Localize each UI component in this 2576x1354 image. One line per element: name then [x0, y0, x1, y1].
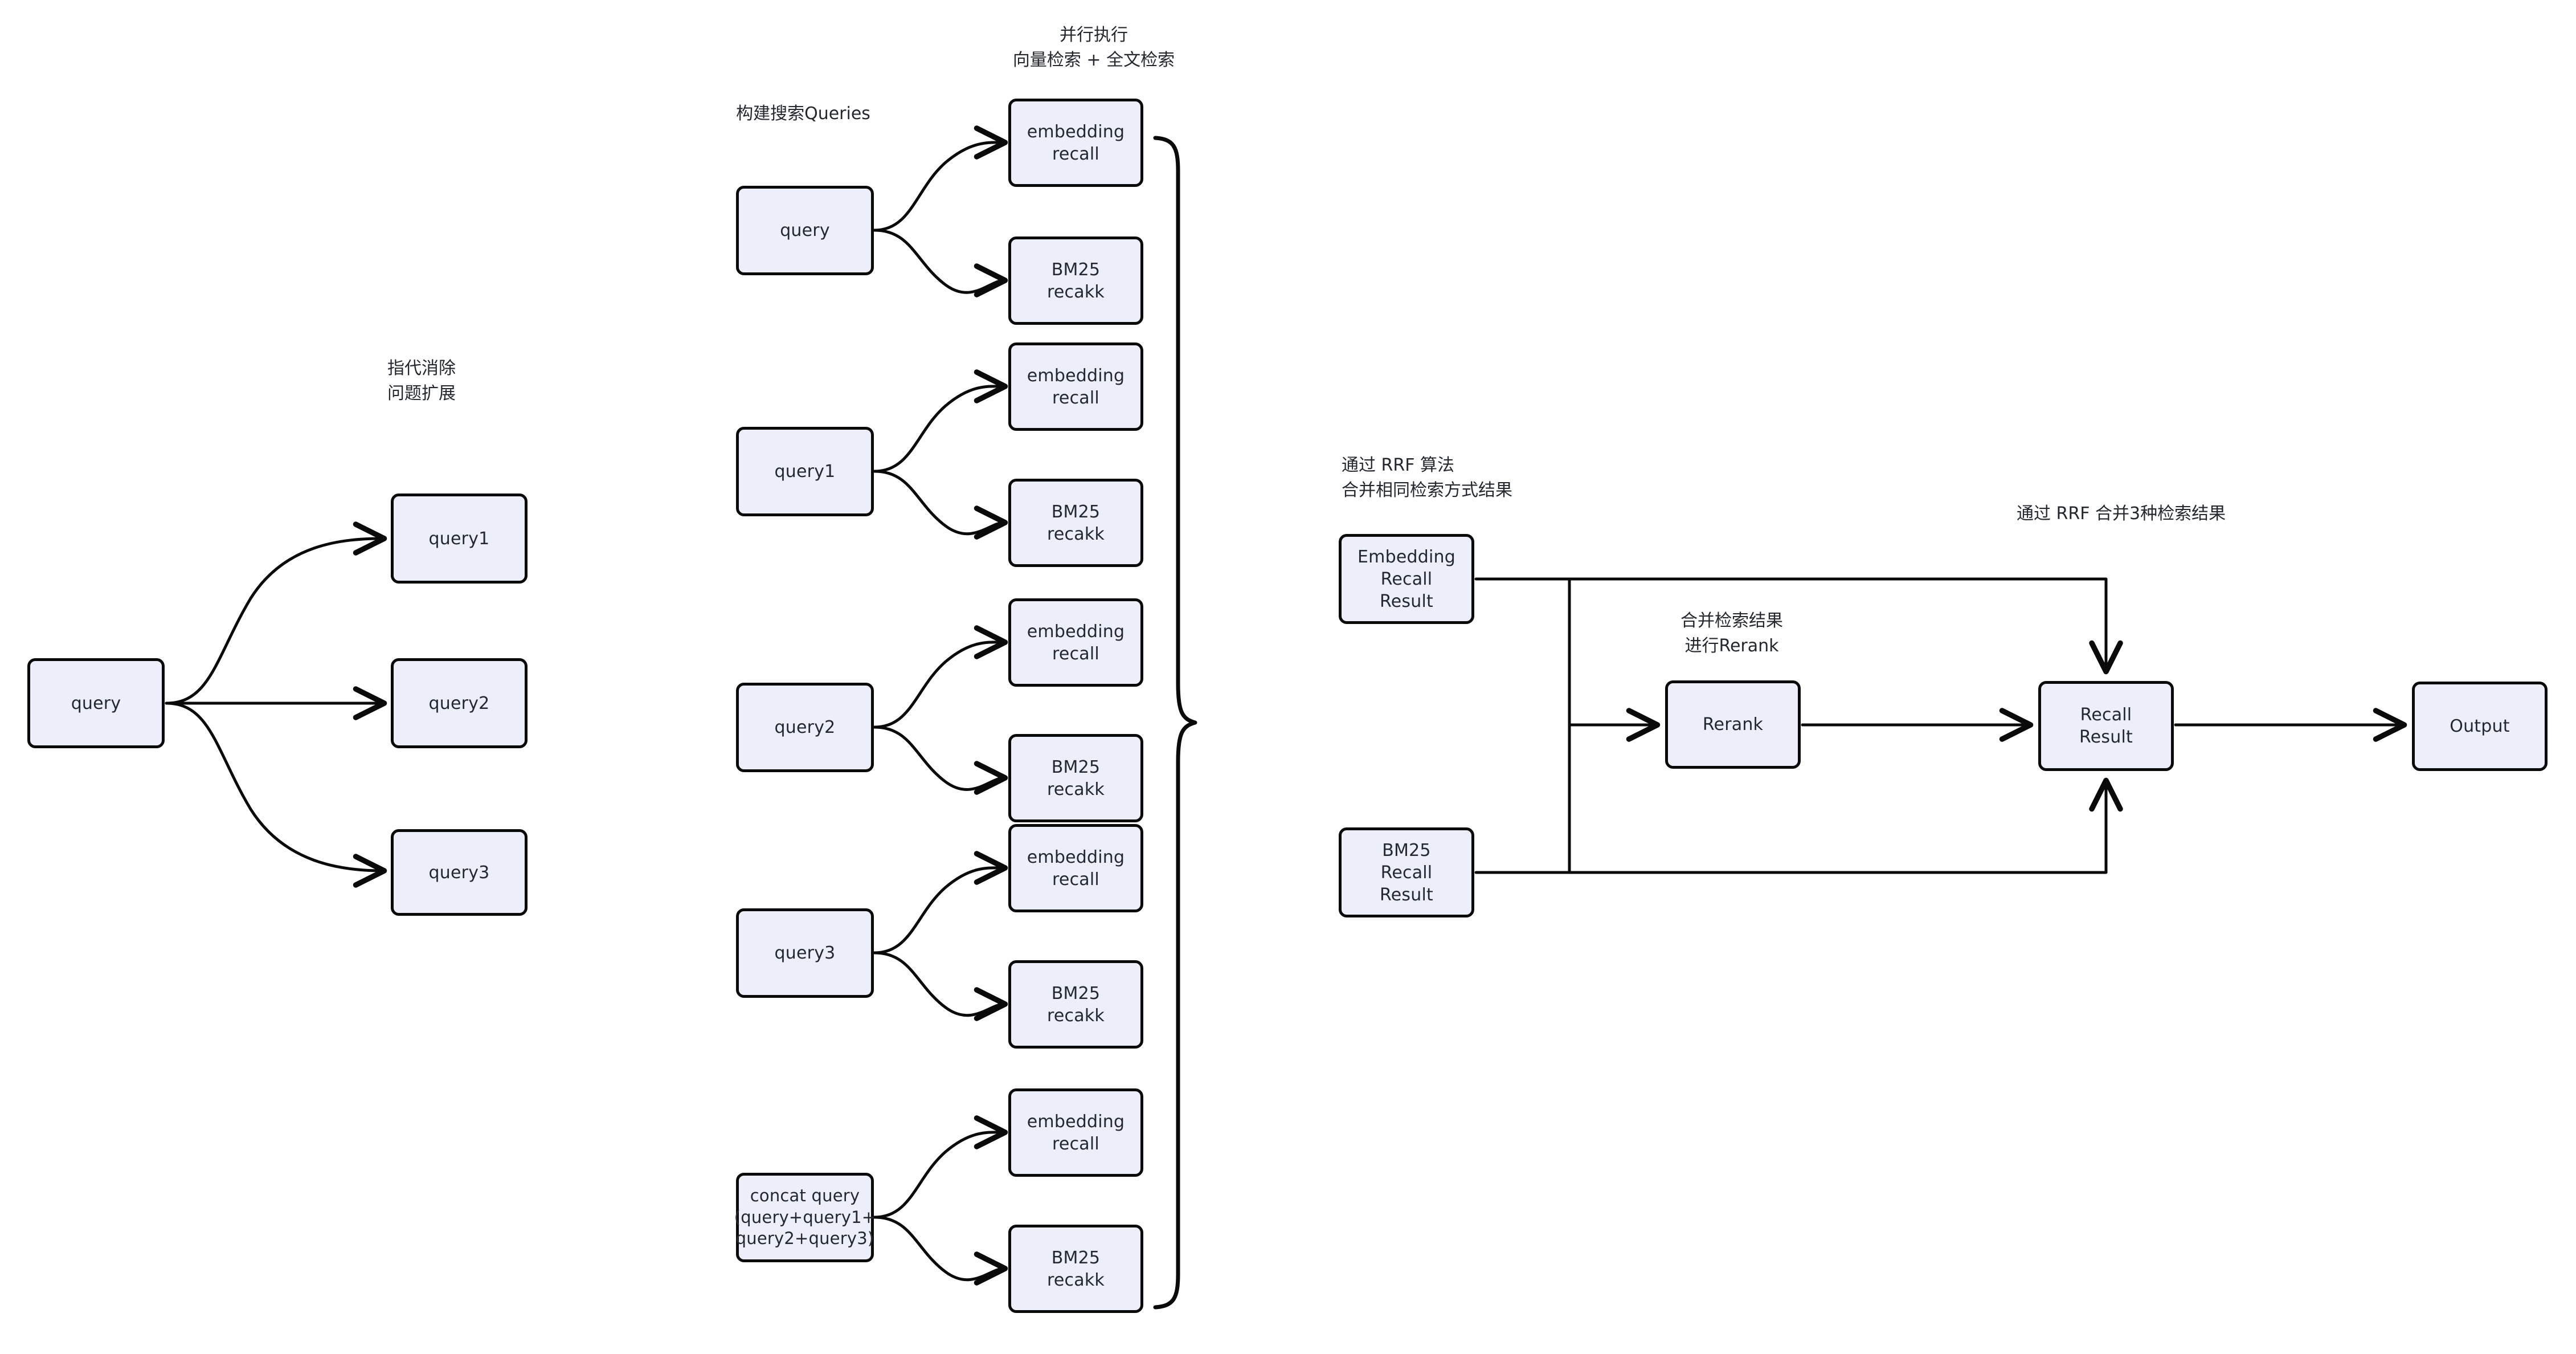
node-label: query	[780, 221, 830, 240]
node-left-query3[interactable]: query3	[391, 829, 528, 916]
node-label: embedding recall	[1027, 1111, 1125, 1154]
node-left-query2[interactable]: query2	[391, 658, 528, 748]
node-label: Rerank	[1702, 715, 1764, 735]
node-recall-result[interactable]: Recall Result	[2038, 681, 2174, 771]
node-embedding-recall-4[interactable]: embedding recall	[1008, 824, 1143, 912]
node-embedding-recall-1[interactable]: embedding recall	[1008, 99, 1143, 187]
grouping-brace	[1153, 136, 1197, 1310]
node-label: query3	[774, 943, 836, 963]
edge-m3-bm25	[873, 725, 1008, 795]
node-label: Embedding Recall Result	[1357, 547, 1455, 611]
caption-rrf-three-results: 通过 RRF 合并3种检索结果	[2017, 504, 2226, 524]
edge-m5-bm25	[873, 1216, 1008, 1286]
node-rerank[interactable]: Rerank	[1665, 680, 1801, 769]
node-label: embedding recall	[1027, 121, 1125, 164]
node-label: BM25 recakk	[1047, 259, 1105, 302]
node-label: embedding recall	[1027, 365, 1125, 408]
node-bm25-recall-result[interactable]: BM25 Recall Result	[1339, 827, 1474, 917]
edge-m1-bm25	[873, 229, 1008, 297]
node-bm25-recall-1[interactable]: BM25 recakk	[1008, 236, 1143, 325]
node-label: query3	[428, 862, 490, 883]
node-mid-query3[interactable]: query3	[736, 908, 874, 998]
edge-m5-embedding	[873, 1115, 1008, 1219]
edge-m3-embedding	[873, 625, 1008, 729]
node-embedding-recall-5[interactable]: embedding recall	[1008, 1088, 1143, 1177]
node-mid-concat-query[interactable]: concat query (query+query1+ query2+query…	[734, 1173, 876, 1262]
node-bm25-recall-2[interactable]: BM25 recakk	[1008, 479, 1143, 567]
edge-bm25res-to-recallresult	[1474, 777, 2123, 874]
caption-build-queries: 构建搜索Queries	[736, 104, 870, 124]
edge-m2-bm25	[873, 470, 1008, 540]
edge-embres-to-recallresult	[1474, 577, 2123, 675]
edge-m2-embedding	[873, 369, 1008, 473]
node-bm25-recall-4[interactable]: BM25 recakk	[1008, 960, 1143, 1049]
node-label: BM25 recakk	[1047, 501, 1105, 544]
edge-m4-bm25	[873, 951, 1008, 1021]
node-output[interactable]: Output	[2412, 682, 2548, 771]
node-label: embedding recall	[1027, 621, 1125, 664]
node-label: BM25 recakk	[1047, 1247, 1105, 1290]
caption-left-expansion: 指代消除 问题扩展	[387, 358, 456, 404]
caption-rrf-same-method: 通过 RRF 算法 合并相同检索方式结果	[1342, 455, 1512, 501]
edge-m4-embedding	[873, 851, 1008, 955]
node-label: Recall Result	[2079, 705, 2133, 747]
node-mid-query2[interactable]: query2	[736, 683, 874, 772]
node-mid-query1[interactable]: query1	[736, 427, 874, 516]
edge-m1-embedding	[873, 125, 1008, 232]
node-label: query1	[774, 462, 836, 482]
node-label: BM25 Recall Result	[1380, 840, 1433, 905]
node-left-query1[interactable]: query1	[391, 494, 528, 584]
node-label: query2	[774, 717, 836, 737]
edge-query-to-query3	[165, 702, 387, 888]
node-label: query2	[428, 693, 490, 713]
node-label: concat query (query+query1+ query2+query…	[734, 1185, 876, 1249]
node-label: query1	[428, 528, 490, 549]
node-label: BM25 recakk	[1047, 983, 1105, 1026]
node-left-query[interactable]: query	[27, 658, 165, 748]
node-mid-query[interactable]: query	[736, 186, 874, 275]
edge-query-to-query1	[165, 521, 387, 705]
node-label: embedding recall	[1027, 847, 1125, 890]
node-label: query	[71, 693, 121, 713]
caption-parallel-exec: 并行执行 向量检索 + 全文检索	[1012, 25, 1175, 71]
caption-merge-rerank: 合并检索结果 进行Rerank	[1680, 611, 1783, 656]
node-label: Output	[2450, 716, 2510, 736]
node-label: BM25 recakk	[1047, 757, 1105, 800]
node-embedding-recall-result[interactable]: Embedding Recall Result	[1339, 534, 1474, 624]
node-bm25-recall-3[interactable]: BM25 recakk	[1008, 734, 1143, 822]
node-embedding-recall-2[interactable]: embedding recall	[1008, 342, 1143, 431]
node-bm25-recall-5[interactable]: BM25 recakk	[1008, 1225, 1143, 1313]
node-embedding-recall-3[interactable]: embedding recall	[1008, 598, 1143, 687]
